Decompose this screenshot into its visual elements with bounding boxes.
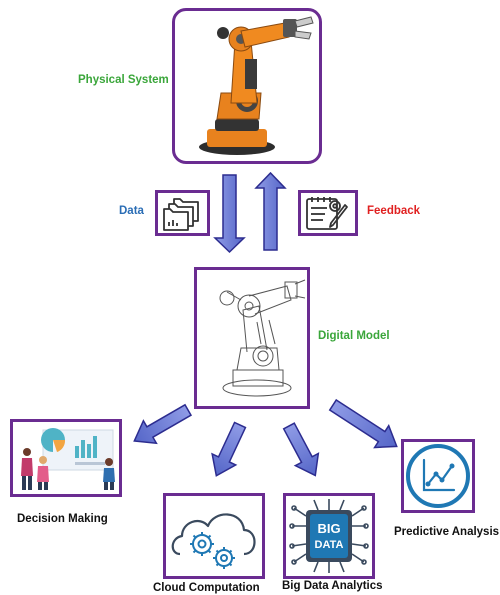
- people-dashboard-icon: [21, 428, 115, 490]
- bigdata-arrow: [282, 422, 320, 477]
- data-icon-frame: [155, 190, 210, 236]
- cloud-computation-label: Cloud Computation: [153, 582, 260, 594]
- big-data-chip-icon: BIG DATA: [289, 499, 369, 573]
- feedback-label: Feedback: [367, 205, 421, 217]
- predictive-analysis-label: Predictive Analysis: [394, 526, 500, 538]
- wireframe-robot-image: [219, 279, 306, 397]
- feedback-up-arrow: [254, 171, 287, 251]
- decision-making-frame: [10, 419, 122, 497]
- folders-icon: [163, 198, 199, 231]
- big-data-analytics-label: Big Data Analytics: [282, 580, 383, 592]
- decision-making-label: Decision Making: [17, 513, 108, 525]
- orange-robot-arm-image: [199, 16, 314, 155]
- big-data-analytics-frame: BIG DATA: [283, 493, 375, 579]
- cloud-computation-frame: [163, 493, 265, 579]
- cloud-gears-icon: [171, 513, 256, 569]
- big-data-icon-text-big: BIG: [317, 521, 340, 536]
- cloud-arrow: [211, 421, 247, 477]
- decision-arrow: [133, 403, 193, 445]
- digital-model-frame: [194, 267, 310, 409]
- predictive-arrow: [328, 398, 398, 449]
- notepad-gear-icon: [306, 197, 348, 230]
- feedback-icon-frame: [298, 190, 358, 236]
- data-label: Data: [119, 205, 144, 217]
- trend-chart-icon: [406, 444, 470, 508]
- physical-system-frame: [172, 8, 322, 164]
- predictive-analysis-frame: [401, 439, 475, 513]
- data-down-arrow: [213, 174, 246, 254]
- digital-model-label: Digital Model: [318, 330, 390, 342]
- big-data-icon-text-data: DATA: [315, 539, 344, 551]
- physical-system-label: Physical System: [78, 74, 169, 86]
